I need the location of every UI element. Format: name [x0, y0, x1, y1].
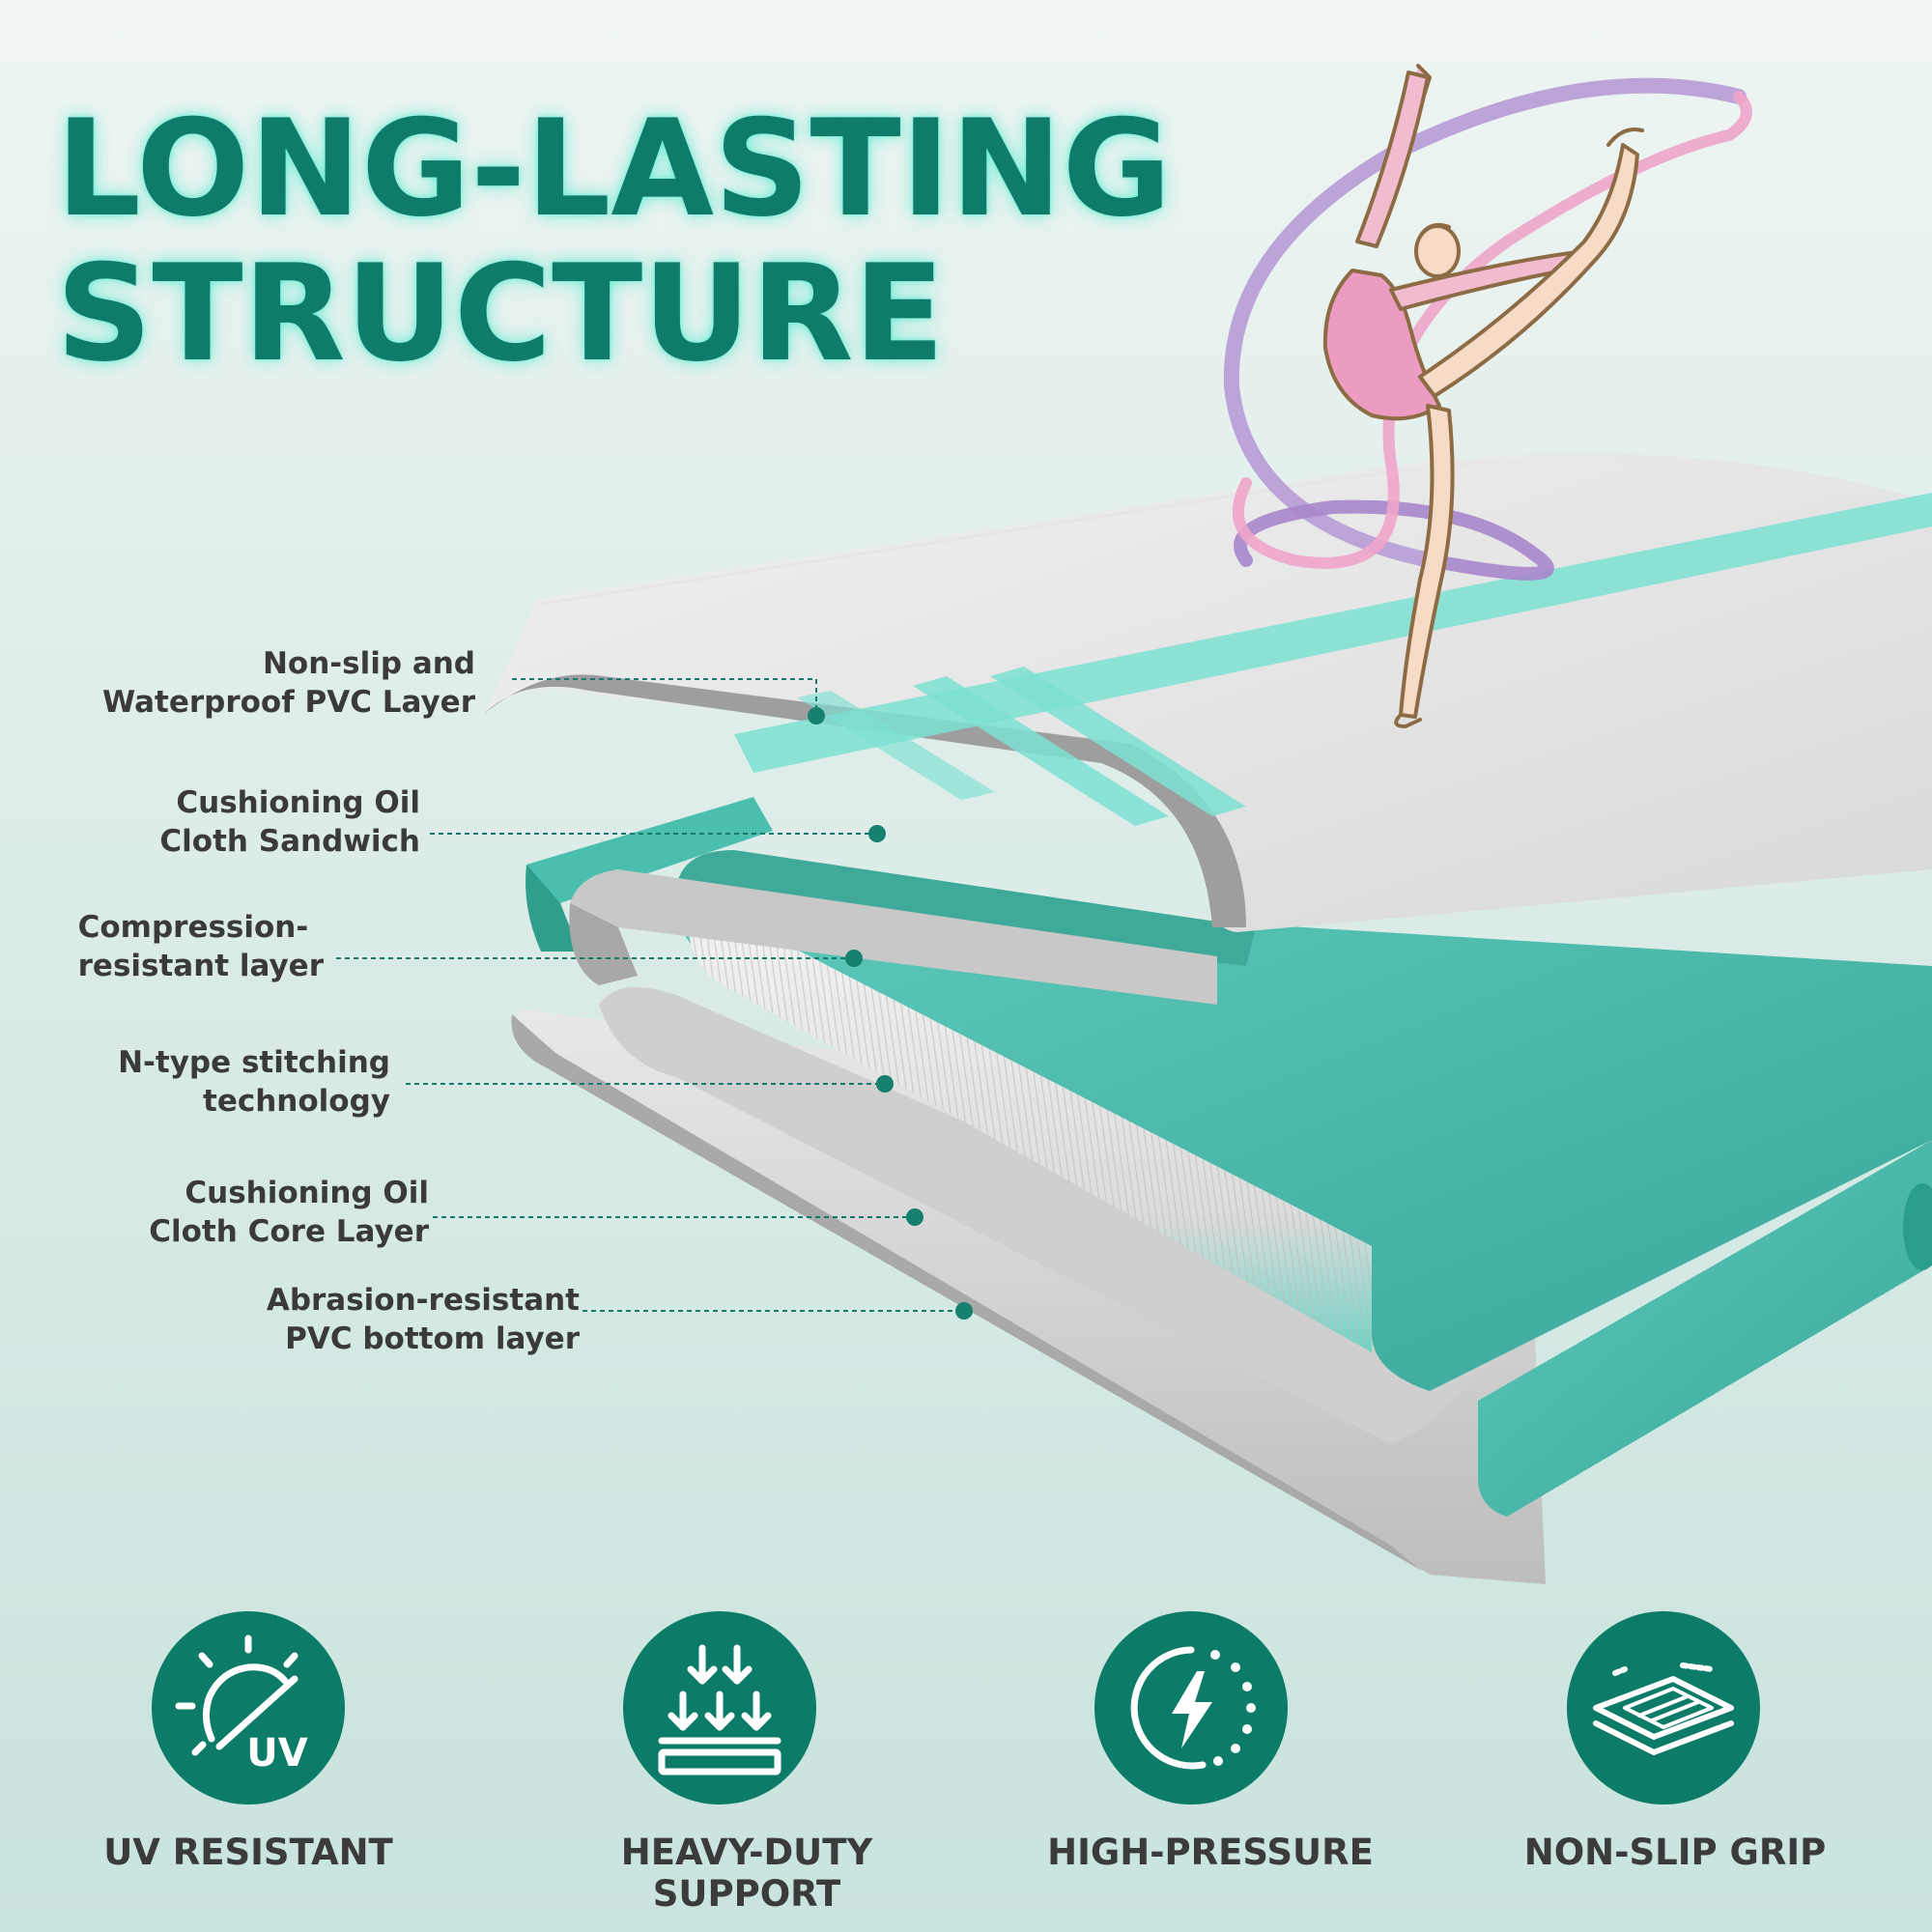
label-non-slip-pvc-layer: Non-slip and Waterproof PVC Layer [102, 646, 475, 720]
title-line-2: STRUCTURE [56, 236, 945, 391]
lightning-pressure-gauge-icon [1094, 1611, 1288, 1804]
label-oil-cloth-core-layer: Cushioning Oil Cloth Core Layer [149, 1176, 429, 1249]
label-compression-resistant-layer: Compression- resistant layer [77, 910, 324, 983]
feature-label-heavy-duty-support: HEAVY-DUTY SUPPORT [620, 1832, 873, 1915]
label-n-type-stitching: N-type stitching technology [118, 1045, 390, 1119]
title-line-1: LONG-LASTING [56, 91, 1172, 246]
teal-chamber [674, 889, 1932, 1391]
layered-grip-icon [1567, 1611, 1760, 1804]
feature-label-non-slip-grip: NON-SLIP GRIP [1523, 1832, 1827, 1873]
side-teal-strip [1478, 1140, 1932, 1517]
compression-layer [570, 869, 1217, 1005]
gymnast-figure [1322, 64, 1644, 728]
label-oil-cloth-sandwich: Cushioning Oil Cloth Sandwich [159, 785, 420, 859]
svg-text:UV: UV [246, 1731, 307, 1776]
label-pvc-bottom-layer: Abrasion-resistant PVC bottom layer [266, 1283, 580, 1356]
page-title: LONG-LASTING STRUCTURE [56, 97, 1172, 386]
downward-arrows-support-icon [623, 1611, 816, 1804]
callout-dots [808, 707, 973, 1320]
core-oil-cloth-layer [599, 987, 1507, 1444]
feature-label-high-pressure: HIGH-PRESSURE [1047, 1832, 1374, 1873]
callout-lines [336, 678, 964, 1312]
feature-label-uv-resistant: UV RESISTANT [103, 1832, 393, 1873]
uv-sun-icon: UV [152, 1611, 345, 1804]
left-teal-strip [526, 797, 773, 903]
